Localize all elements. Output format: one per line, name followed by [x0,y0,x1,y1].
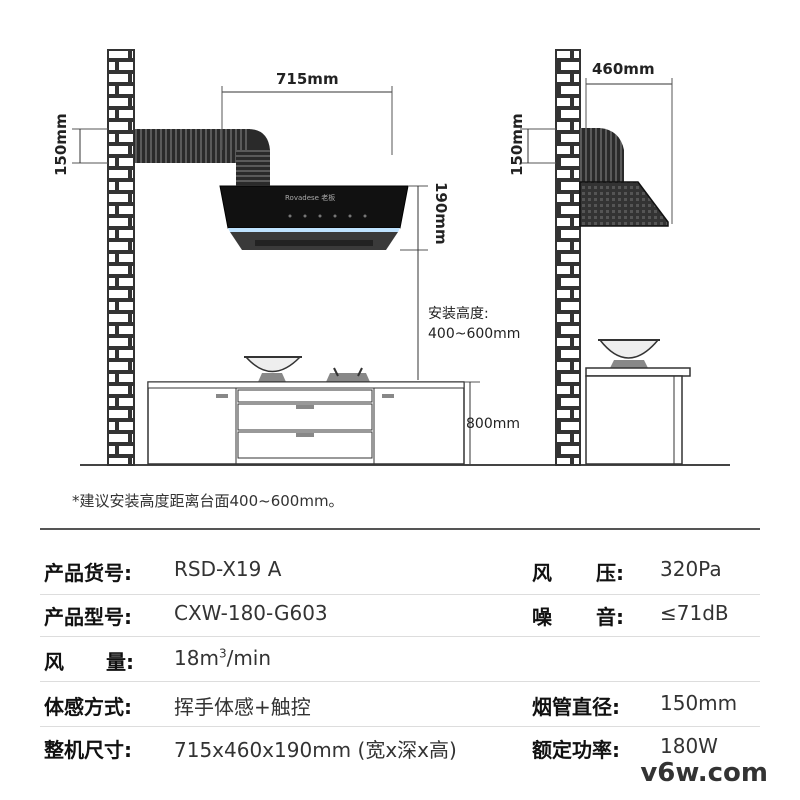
spec-label-size: 整机尺寸: [44,738,132,762]
spec-label-product-no: 产品货号: [44,561,132,585]
spec-value-sensing: 挥手体感+触控 [174,695,311,719]
front-duct-horizontal [134,129,250,163]
row-divider [40,636,760,637]
hood-height-dimension: 190mm [432,182,450,245]
spec-value-airflow: 18m3/min [174,646,271,670]
spec-label-noise-a: 噪 [532,605,552,629]
spec-label-pressure-b: 压: [596,561,624,585]
front-range-hood [219,185,409,229]
spec-value-noise: ≤71dB [660,601,729,625]
spec-value-power: 180W [660,734,718,758]
spec-label-model: 产品型号: [44,605,132,629]
install-height-range: 400~600mm [428,326,520,342]
row-divider [40,594,760,595]
side-pipe-dimension: 150mm [508,113,526,176]
spec-label-airflow-a: 风 [44,650,64,674]
front-wok [244,356,302,382]
spec-label-pressure-a: 风 [532,561,552,585]
spec-label-pipe: 烟管直径: [532,695,620,719]
side-duct [580,128,624,190]
section-divider [40,528,760,530]
hood-width-dimension: 715mm [276,70,339,88]
counter-height-dimension: 800mm [466,416,520,432]
watermark: v6w.com [640,758,768,788]
spec-value-pipe: 150mm [660,691,738,715]
installation-note: *建议安装高度距离台面400~600mm。 [72,492,344,510]
front-pipe-dimension: 150mm [52,113,70,176]
side-wok [598,339,660,368]
side-cabinet [585,367,691,377]
row-divider [40,681,760,682]
airflow-value-exponent: 3 [218,646,227,661]
spec-label-airflow-b: 量: [106,650,134,674]
spec-label-power: 额定功率: [532,738,620,762]
spec-value-size: 715x460x190mm (宽x深x高) [174,738,457,762]
installation-diagram: Rovadese 老板 715mm 150mm 190mm 安装高度: 400~… [52,49,730,466]
airflow-value-unit: /min [226,646,272,670]
front-burner [326,367,370,382]
row-divider [40,726,760,727]
hood-brand-label: Rovadese 老板 [285,193,335,202]
airflow-value-main: 18m [174,646,219,670]
spec-value-product-no: RSD-X19 A [174,557,282,581]
side-brick-wall [555,49,581,466]
spec-value-pressure: 320Pa [660,557,722,581]
front-brick-wall [107,49,135,466]
spec-label-sensing: 体感方式: [44,695,132,719]
install-height-title: 安装高度: [428,305,489,322]
spec-label-noise-b: 音: [596,605,624,629]
spec-value-model: CXW-180-G603 [174,601,328,625]
side-range-hood [579,181,669,227]
hood-depth-dimension: 460mm [592,60,655,78]
